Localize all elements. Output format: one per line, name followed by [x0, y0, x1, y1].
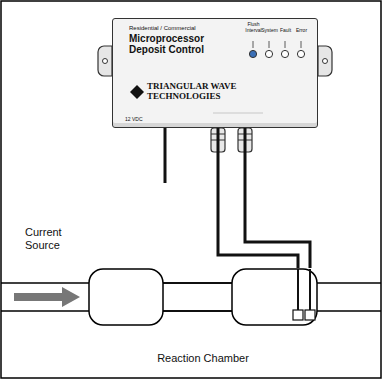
pipe-wall [1, 310, 381, 312]
terminal-lead [309, 269, 311, 310]
logo-diamond [130, 85, 144, 99]
indicator-led [281, 50, 288, 57]
pointer-tick [253, 41, 254, 48]
pointer-tick [285, 41, 286, 48]
panel-seam [213, 113, 263, 114]
wire [218, 128, 298, 268]
terminal-lead [297, 269, 299, 310]
pipe-wall [1, 282, 381, 284]
mounting-hole [103, 59, 108, 64]
pipe-wall [162, 282, 233, 284]
flow-arrow [14, 287, 80, 307]
power-label: 12 VDC [125, 117, 165, 123]
pointer-tick [301, 41, 302, 48]
chamber-shape [88, 268, 318, 326]
source-label: Current Source [25, 226, 95, 252]
mounting-hole [323, 59, 328, 64]
brand-logo: TRIANGULAR WAVE TECHNOLOGIES [147, 82, 245, 102]
terminal [293, 310, 303, 320]
indicator-led [297, 50, 304, 57]
indicator-led [249, 50, 256, 57]
mounting-ear [98, 46, 112, 76]
reaction-chamber: Reaction Chamber [88, 268, 318, 370]
model-line: Residential / Commercial [129, 25, 239, 32]
pointer-tick [269, 41, 270, 48]
indicator-label: Error [293, 28, 310, 34]
power-cord [164, 128, 167, 183]
coupling [89, 269, 163, 325]
indicator-label: Fault [277, 28, 294, 34]
indicator-label: Flush Interval [245, 22, 262, 33]
pipe-wall [162, 310, 233, 312]
coupling [232, 269, 317, 325]
indicator-led [265, 50, 272, 57]
wire [245, 128, 310, 268]
terminal [305, 310, 315, 320]
part-name: Reaction Chamber [88, 352, 318, 364]
controller-box: Residential / CommercialMicroprocessor D… [112, 18, 318, 128]
indicator-label: System [261, 28, 278, 34]
mounting-ear [318, 46, 332, 76]
product-name: Microprocessor Deposit Control [129, 33, 215, 55]
